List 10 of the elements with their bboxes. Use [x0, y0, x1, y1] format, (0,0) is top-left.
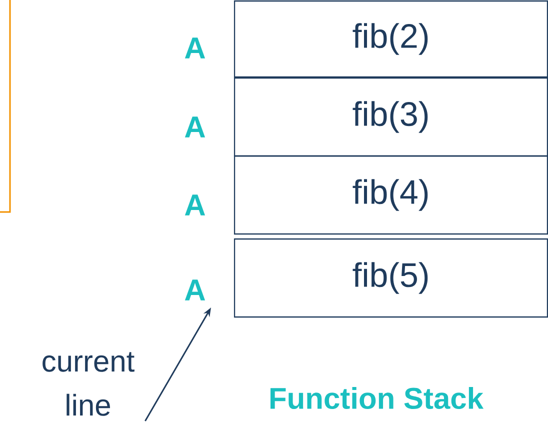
frame-label: A: [184, 38, 206, 58]
frame-label: A: [184, 116, 206, 138]
frame-label: A: [184, 194, 206, 216]
frame-label: A: [184, 280, 206, 300]
title: Function Stack: [270, 386, 484, 410]
stack-frame-box: fib(2): [234, 0, 548, 78]
stack-frame-box: fib(3): [234, 77, 548, 157]
stack-frame-box: fib(4): [234, 155, 548, 235]
stack-frame-box: fib(5): [234, 238, 548, 318]
annotation-text: current line: [42, 352, 134, 416]
